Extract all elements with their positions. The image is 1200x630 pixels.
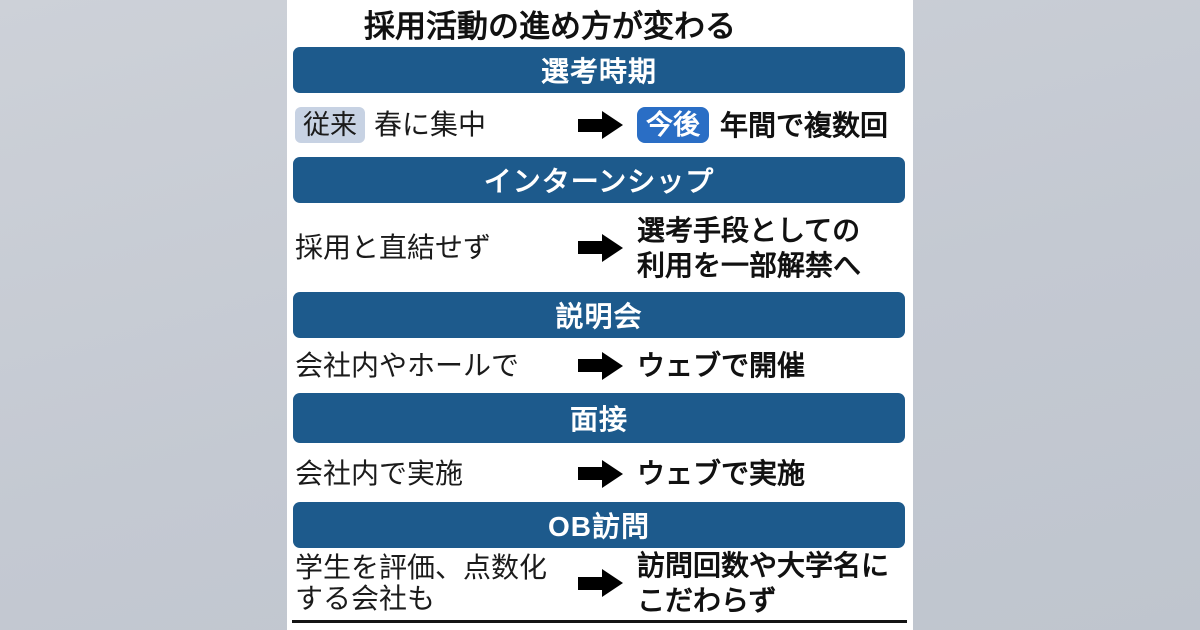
right-arrow-icon (577, 569, 623, 597)
before-cell: 学生を評価、点数化 する会社も (295, 552, 569, 614)
after-cell: 訪問回数や大学名に こだわらず (631, 548, 905, 618)
before-text: 学生を評価、点数化 する会社も (295, 552, 548, 614)
section-row: 採用と直結せず 選考手段としての 利用を一部解禁へ (295, 203, 905, 292)
after-badge: 今後 (637, 107, 709, 143)
right-arrow-icon (577, 459, 623, 488)
before-text: 春に集中 (374, 109, 487, 140)
before-text: 採用と直結せず (295, 231, 492, 263)
section-row: 会社内で実施 ウェブで実施 (295, 445, 905, 502)
after-text: 訪問回数や大学名に こだわらず (637, 550, 890, 616)
after-cell: ウェブで開催 (631, 348, 905, 383)
after-cell: 選考手段としての 利用を一部解禁へ (631, 213, 905, 283)
before-cell: 会社内で実施 (295, 458, 569, 490)
before-badge: 従来 (295, 107, 365, 143)
bottom-rule (292, 620, 907, 623)
right-arrow-icon (577, 351, 623, 380)
section-header-bar: 選考時期 (293, 47, 905, 93)
after-text: 年間で複数回 (720, 109, 889, 141)
after-cell: 今後 年間で複数回 (631, 107, 905, 143)
section-header-bar: 面接 (293, 393, 905, 443)
before-text: 会社内やホールで (295, 349, 520, 381)
arrow-cell (569, 459, 631, 488)
before-cell: 採用と直結せず (295, 232, 569, 264)
section-header-bar: 説明会 (293, 292, 905, 338)
section-header-bar: インターンシップ (293, 157, 905, 203)
arrow-cell (569, 111, 631, 139)
section-header-bar: OB訪問 (293, 502, 905, 548)
arrow-cell (569, 569, 631, 597)
arrow-cell (569, 233, 631, 262)
section-row: 学生を評価、点数化 する会社も 訪問回数や大学名に こだわらず (295, 548, 905, 618)
before-text: 会社内で実施 (295, 457, 464, 489)
before-cell: 従来 春に集中 (295, 107, 569, 143)
section-row: 従来 春に集中 今後 年間で複数回 (295, 93, 905, 157)
section-row: 会社内やホールで ウェブで開催 (295, 338, 905, 393)
page-title: 採用活動の進め方が変わる (364, 9, 736, 44)
right-arrow-icon (577, 111, 623, 139)
after-cell: ウェブで実施 (631, 456, 905, 491)
before-cell: 会社内やホールで (295, 350, 569, 382)
arrow-cell (569, 351, 631, 380)
after-text: 選考手段としての 利用を一部解禁へ (637, 214, 862, 281)
after-text: ウェブで開催 (637, 350, 806, 381)
after-text: ウェブで実施 (637, 458, 806, 489)
right-arrow-icon (577, 233, 623, 262)
infographic-panel: 採用活動の進め方が変わる 選考時期 従来 春に集中 今後 年間で複数回 インター… (287, 0, 913, 630)
